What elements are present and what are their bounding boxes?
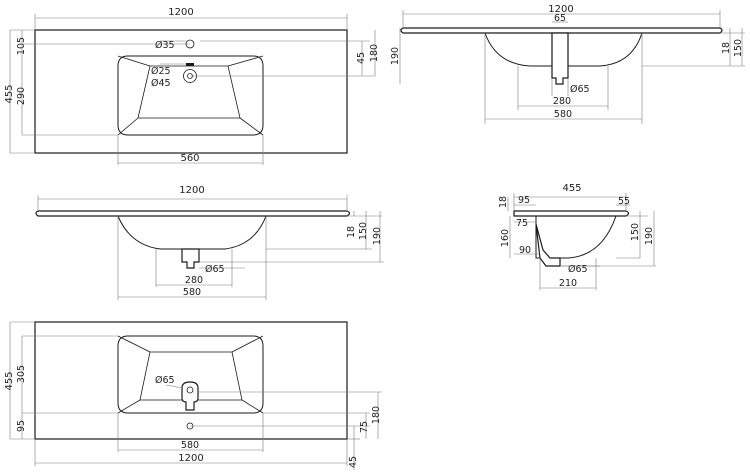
side-d160-label: 160 (500, 229, 511, 247)
bottom-drain-dia-label: Ø65 (155, 375, 175, 386)
side-d210-label: 210 (559, 278, 577, 289)
bottom-basin-outline (117, 335, 264, 414)
section-d280-label: 280 (553, 96, 571, 107)
front-top-slab (35, 210, 351, 217)
bottom-countertop-outline (34, 321, 348, 440)
front-width-label: 1200 (179, 185, 204, 196)
countertop-outline (34, 29, 348, 154)
front-drain-dia-label: Ø65 (205, 264, 225, 275)
section-drain (551, 32, 569, 85)
bottom-plan-view: Ø65 455 305 95 180 75 45 580 1200 (4, 321, 382, 470)
bottom-drain-tube (181, 381, 199, 411)
bottom-depth-label: 455 (4, 371, 15, 390)
bottom-d95-label: 95 (16, 420, 27, 432)
section-side-view: 1200 65 Ø65 280 580 190 18 150 (390, 4, 745, 124)
side-d150-label: 150 (630, 223, 641, 241)
plan-top-width-label: 1200 (168, 7, 193, 18)
section-d150-label: 150 (733, 39, 744, 57)
plan-top-d180-label: 180 (369, 44, 380, 62)
front-view: 1200 18 150 190 Ø65 280 580 (35, 185, 384, 300)
side-view: 455 18 95 75 160 90 55 150 190 Ø65 210 (498, 183, 656, 290)
side-top-slab (513, 210, 630, 217)
front-drain (181, 248, 200, 269)
plan-top-d105-label: 105 (16, 37, 27, 55)
side-d190-label: 190 (644, 227, 655, 245)
section-d190-label: 190 (390, 47, 401, 65)
plan-top-d45-label: 45 (356, 52, 367, 64)
plan-top-drain-dia-label: Ø45 (151, 78, 171, 89)
bottom-d305-label: 305 (16, 365, 27, 383)
bottom-d45-label: 45 (348, 456, 359, 468)
bottom-width-label: 1200 (178, 453, 203, 464)
front-basin-shell (117, 215, 267, 250)
section-d18-label: 18 (721, 42, 732, 54)
side-depth-label: 455 (562, 183, 581, 194)
bottom-drain-hole (186, 386, 194, 394)
bottom-d75-label: 75 (359, 421, 370, 433)
basin-outline (117, 55, 264, 136)
bottom-d580-label: 580 (181, 440, 199, 451)
plan-top-depth-label: 455 (4, 84, 15, 103)
section-top-slab (400, 27, 723, 34)
front-d150-label: 150 (358, 222, 369, 240)
front-d280-label: 280 (185, 275, 203, 286)
section-d65-label: 65 (554, 13, 566, 24)
front-d190-label: 190 (372, 227, 383, 245)
side-d95-label: 95 (518, 195, 530, 206)
front-d580-label: 580 (183, 287, 201, 298)
plan-top-tap-dia-label: Ø35 (155, 40, 175, 51)
plan-top-bowl-width-label: 560 (180, 153, 199, 164)
overflow-slot (186, 63, 194, 66)
section-width-label: 1200 (548, 4, 573, 15)
front-d18-label: 18 (346, 226, 357, 238)
side-d90-label: 90 (519, 245, 531, 256)
side-d55-label: 55 (618, 196, 630, 207)
side-basin-shell (535, 215, 617, 259)
section-drain-dia-label: Ø65 (570, 84, 590, 95)
side-d75-label: 75 (516, 218, 528, 229)
side-drain (535, 223, 561, 267)
side-d18-label: 18 (498, 196, 509, 208)
side-drain-dia-label: Ø65 (568, 264, 588, 275)
plan-top-d290-label: 290 (16, 87, 27, 105)
section-d580-label: 580 (554, 109, 572, 120)
bottom-d180-label: 180 (371, 406, 382, 424)
plan-top-overflow-dia-label: Ø25 (151, 66, 171, 77)
top-plan-view: 1200 455 105 290 45 180 Ø35 Ø25 Ø45 560 (4, 7, 380, 165)
